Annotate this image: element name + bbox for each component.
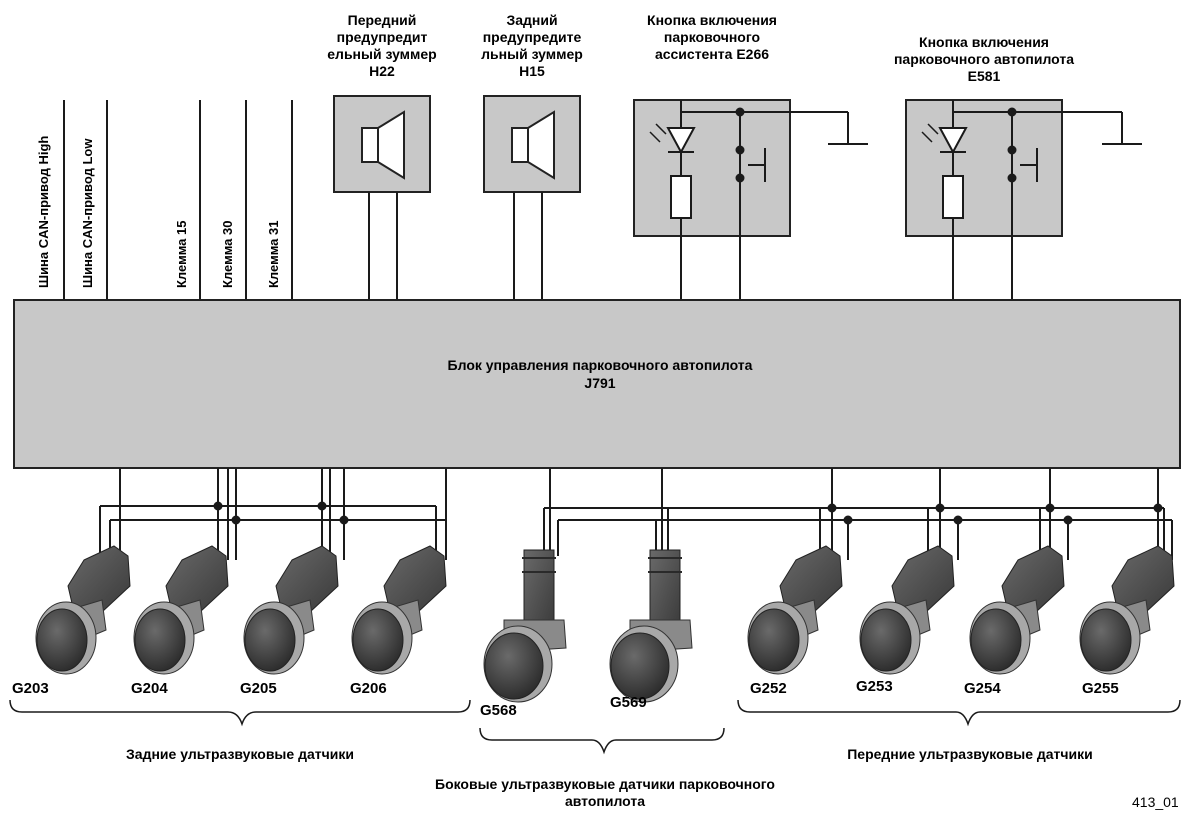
front-sensors-group-label: Передние ультразвуковые датчики — [847, 746, 1093, 762]
bus-lines — [63, 100, 293, 300]
sensor-g568-image — [483, 549, 567, 703]
sensor-label-g252: G252 — [750, 680, 787, 697]
sensor-label-g204: G204 — [131, 680, 168, 697]
control-unit-code: J791 — [584, 375, 616, 391]
side-sensors-group-label: Боковые ультразвуковые датчики парковочн… — [435, 776, 775, 809]
sensor-g252-image — [747, 545, 843, 675]
sensor-label-g569: G569 — [610, 694, 647, 711]
can-high-label: Шина CAN-привод High — [36, 135, 51, 288]
sensor-label-g206: G206 — [350, 680, 387, 697]
sensor-g203-image — [35, 545, 131, 675]
park-assist-button-e266 — [633, 99, 868, 300]
control-unit-box — [13, 299, 1181, 469]
terminal-15-label: Клемма 15 — [174, 220, 189, 288]
rear-sensors-group-label: Задние ультразвуковые датчики — [126, 746, 354, 762]
sensor-g206-image — [351, 545, 447, 675]
control-unit-name: Блок управления парковочного автопилота — [447, 357, 753, 373]
can-low-label: Шина CAN-привод Low — [80, 138, 95, 288]
terminal-31-label: Клемма 31 — [266, 220, 281, 288]
sensor-g254-image — [969, 545, 1065, 675]
sensor-label-g205: G205 — [240, 680, 277, 697]
sensor-wiring — [99, 468, 1173, 560]
sensor-label-g255: G255 — [1082, 680, 1119, 697]
terminal-30-label: Клемма 30 — [220, 220, 235, 288]
figure-reference: 413_01 — [1132, 794, 1179, 810]
group-braces — [9, 699, 1181, 755]
rear-buzzer-label: Задний предупредите льный зуммер H15 — [481, 12, 583, 79]
sensor-g253-image — [859, 545, 955, 675]
front-buzzer-h22 — [333, 95, 431, 300]
sensor-g569-image — [609, 549, 693, 703]
sensor-g204-image — [133, 545, 229, 675]
sensor-label-g203: G203 — [12, 680, 49, 697]
autopilot-button-label: Кнопка включения парковочного автопилота… — [893, 34, 1075, 84]
control-unit-label: Блок управления парковочного автопилота … — [350, 356, 850, 392]
sensor-label-g568: G568 — [480, 702, 517, 719]
sensor-g205-image — [243, 545, 339, 675]
park-assist-button-label: Кнопка включения парковочного ассистента… — [647, 12, 777, 62]
rear-buzzer-h15 — [483, 95, 581, 300]
sensor-g255-image — [1079, 545, 1175, 675]
autopilot-button-e581 — [905, 99, 1142, 300]
sensor-label-g253: G253 — [856, 678, 893, 695]
sensor-label-g254: G254 — [964, 680, 1001, 697]
front-buzzer-label: Передний предупредит ельный зуммер H22 — [327, 12, 437, 79]
